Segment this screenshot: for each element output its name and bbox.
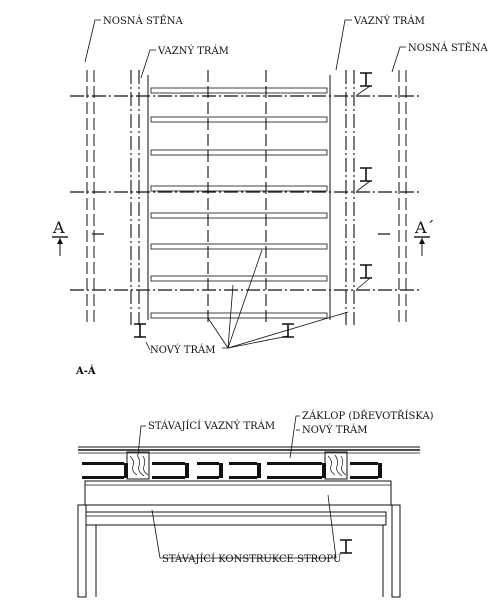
new-beam-lines xyxy=(207,70,267,325)
label-new-beam-section: NOVÝ TRÁM xyxy=(302,424,367,436)
horizontal-axes xyxy=(70,95,420,291)
label-load-wall-left: NOSNÁ STĚNA xyxy=(103,15,184,27)
i-beam-symbol xyxy=(340,539,352,554)
i-beam-symbol xyxy=(356,167,372,192)
label-new-beam: NOVÝ TRÁM xyxy=(150,344,215,356)
label-load-wall-right: NOSNÁ STĚNA xyxy=(408,42,489,54)
section-title: A-Á xyxy=(75,365,96,377)
i-beam-symbol xyxy=(356,264,372,290)
i-beam-symbol xyxy=(134,323,146,338)
section-marker-right: A´ xyxy=(414,218,435,256)
tie-beam-right xyxy=(345,70,355,325)
load-wall-left xyxy=(86,70,95,325)
label-decking: ZÁKLOP (DŘEVOTŘÍSKA) xyxy=(302,410,434,422)
label-tie-beam-right: VAZNÝ TRÁM xyxy=(353,15,425,27)
load-wall-right xyxy=(398,70,407,325)
existing-tie-beam-right xyxy=(324,451,348,480)
plan-view: A A´ NOSNÁ STĚNA VAZNÝ TRÁM VAZNÝ TRÁM N… xyxy=(52,15,489,356)
new-beams-section xyxy=(82,462,382,479)
section-marker-left: A xyxy=(52,218,68,256)
svg-text:A´: A´ xyxy=(414,218,435,237)
existing-tie-beam-left xyxy=(126,451,150,480)
i-beam-symbol xyxy=(356,72,372,96)
tie-beam-left xyxy=(130,70,140,325)
section-view: STÁVAJÍCÍ VAZNÝ TRÁM ZÁKLOP (DŘEVOTŘÍSKA… xyxy=(77,410,434,598)
walls-section xyxy=(77,504,401,598)
label-existing-tie-beam: STÁVAJÍCÍ VAZNÝ TRÁM xyxy=(148,420,275,432)
label-tie-beam-left: VAZNÝ TRÁM xyxy=(157,45,229,57)
label-existing-ceiling: STÁVAJÍCÍ KONSTRUKCE STROPU xyxy=(162,553,341,565)
decking-planks xyxy=(150,87,328,319)
i-beam-symbol xyxy=(282,323,294,338)
svg-text:A: A xyxy=(52,218,65,237)
